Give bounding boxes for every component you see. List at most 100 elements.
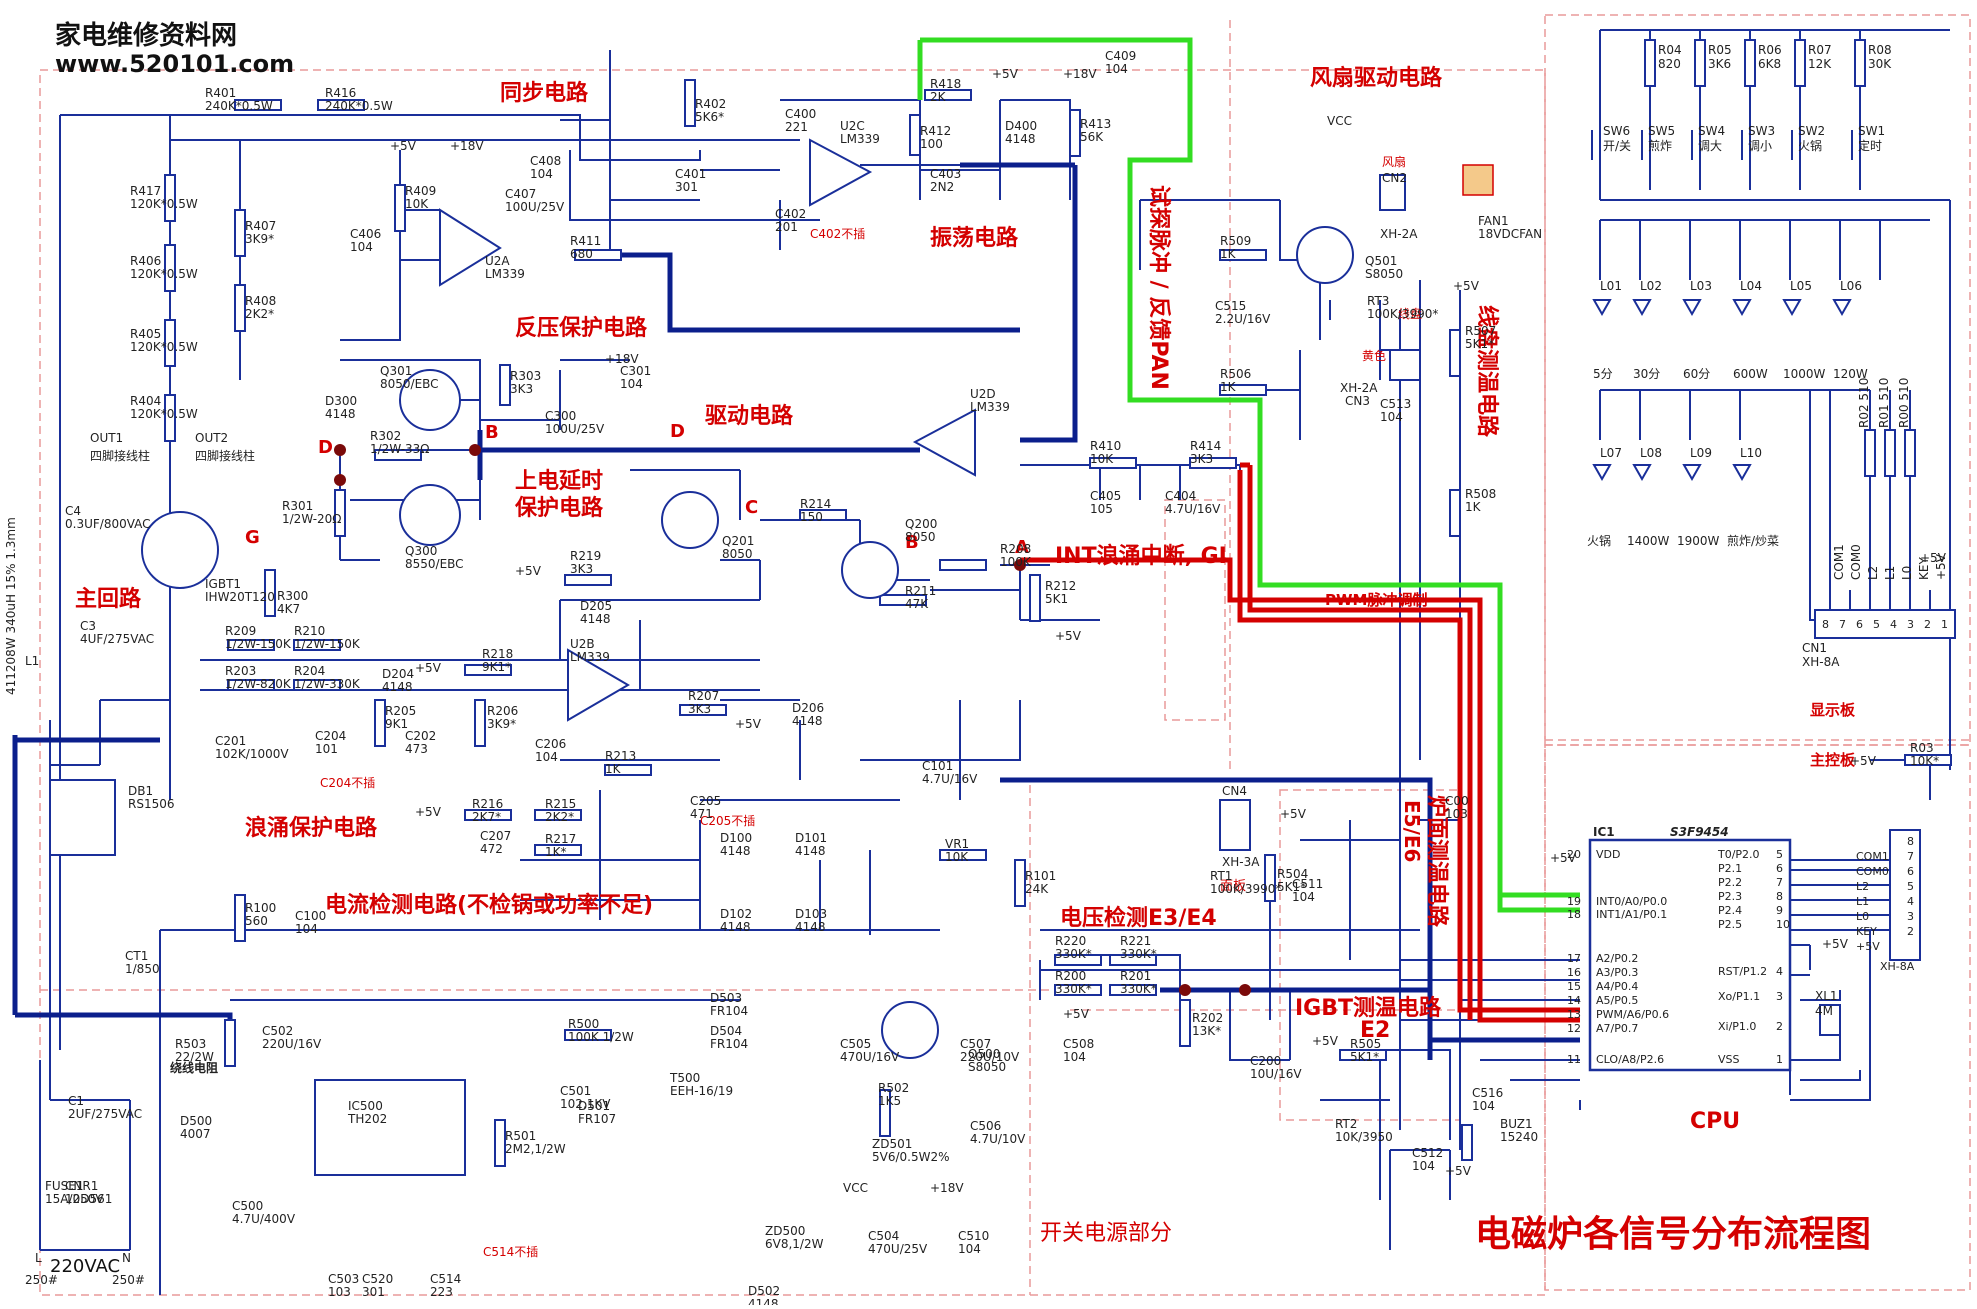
cap-ref-c503: C503 bbox=[328, 1272, 359, 1286]
resistor-val-r202: 13K* bbox=[1192, 1024, 1221, 1038]
cap-ref-c511: C511 bbox=[1292, 877, 1323, 891]
led2-label-3: 煎炸/炒菜 bbox=[1727, 533, 1779, 548]
cap-val-c513: 104 bbox=[1380, 410, 1403, 424]
cap-ref-c515: C515 bbox=[1215, 299, 1246, 313]
cap-val-c406: 104 bbox=[350, 240, 373, 254]
cpu-cn1-label-2: L2 bbox=[1856, 880, 1869, 893]
section-test-pulse: 试探脉冲 / 反馈PAN bbox=[1146, 185, 1172, 390]
cap-val-c520: 301 bbox=[362, 1285, 385, 1299]
led-label-0: 5分 bbox=[1593, 367, 1613, 381]
semi-ref-d100: D100 bbox=[720, 831, 752, 845]
resistor-ref-r300: R300 bbox=[277, 589, 308, 603]
disp-res-ref-3: R07 bbox=[1808, 43, 1832, 57]
cap-val-c201: 102K/1000V bbox=[215, 747, 289, 761]
resistor-ref-r503: R503 bbox=[175, 1037, 206, 1051]
resistor-val-r301: 1/2W-20Ω bbox=[282, 512, 341, 526]
cpu-lpin-name-3: A2/P0.2 bbox=[1596, 952, 1638, 965]
cpu-rpin-n-6: 4 bbox=[1776, 965, 1783, 978]
semi-ref-d103: D103 bbox=[795, 907, 827, 921]
cap-val-c300: 100U/25V bbox=[545, 422, 605, 436]
resistor-ref-r200: R200 bbox=[1055, 969, 1086, 983]
cap-ref-c206: C206 bbox=[535, 737, 566, 751]
wiring-thin bbox=[39, 29, 1951, 1295]
component-symbols bbox=[49, 39, 1956, 1176]
rail-p5-16: +5V bbox=[1920, 551, 1947, 565]
cap-ref-c501: C501 bbox=[560, 1084, 591, 1098]
node-c: C bbox=[745, 497, 758, 518]
semi-val-d501: FR107 bbox=[578, 1112, 616, 1126]
cpu-rpin-name-0: T0/P2.0 bbox=[1717, 848, 1760, 861]
cap-ref-c403: C403 bbox=[930, 167, 961, 181]
disp-res-ref-4: R08 bbox=[1868, 43, 1892, 57]
semi-val-u2c: LM339 bbox=[840, 132, 880, 146]
semi-val-zd500: 6V8,1/2W bbox=[765, 1237, 824, 1251]
rail-p5-9: +5V bbox=[1063, 1007, 1090, 1021]
semi-val-igbt1: IHW20T120 bbox=[205, 590, 275, 604]
switch-label-5: 定时 bbox=[1858, 138, 1882, 153]
semi-val-d504: FR104 bbox=[710, 1037, 748, 1051]
cpu-rpin-name-9: VSS bbox=[1718, 1053, 1740, 1066]
resistor-val-r418: 2K bbox=[930, 90, 947, 104]
resistor-ref-r203: R203 bbox=[225, 664, 256, 678]
led2-ref-2: L09 bbox=[1690, 446, 1712, 460]
semi-ref-cnr1: CNR1 bbox=[65, 1179, 98, 1193]
semi-ref-ic500: IC500 bbox=[348, 1099, 383, 1113]
semi-ref-q501: Q501 bbox=[1365, 254, 1397, 268]
cpu-rpin-n-1: 6 bbox=[1776, 862, 1783, 875]
cpu-lpin-name-9: CLO/A8/P2.6 bbox=[1596, 1053, 1664, 1066]
resistor-val-r300: 4K7 bbox=[277, 602, 300, 616]
resistor-val-r209: 1/2W-150K bbox=[225, 637, 292, 651]
resistor-val-r101: 24K bbox=[1025, 882, 1049, 896]
led-ref-1: L02 bbox=[1640, 279, 1662, 293]
cap-ref-c301: C301 bbox=[620, 364, 651, 378]
note-c514: C514不插 bbox=[483, 1245, 538, 1259]
semi-ref-q300: Q300 bbox=[405, 544, 437, 558]
rail-p5-11: +5V bbox=[1445, 1164, 1472, 1178]
semi-val-d103: 4148 bbox=[795, 920, 826, 934]
note-out2: OUT2 bbox=[195, 431, 228, 445]
semi-ref-rt2: RT2 bbox=[1335, 1117, 1357, 1131]
resistor-ref-r501: R501 bbox=[505, 1129, 536, 1143]
disp-res-ref-1: R05 bbox=[1708, 43, 1732, 57]
semi-ref-d502: D502 bbox=[748, 1284, 780, 1298]
cap-ref-c401: C401 bbox=[675, 167, 706, 181]
resistor-val-r220: 330K* bbox=[1055, 947, 1092, 961]
resistor-val-r206: 3K9* bbox=[487, 717, 516, 731]
node-a: A bbox=[1015, 537, 1029, 558]
cn1-pin-6: +5V bbox=[1934, 553, 1948, 580]
semi-val-d502: 4148 bbox=[748, 1297, 779, 1305]
disp-side-res-0: R02 510 bbox=[1857, 378, 1871, 428]
cpu-lpin-n-5: 15 bbox=[1567, 980, 1581, 993]
cpu-rpin-name-5: P2.5 bbox=[1718, 918, 1742, 931]
resistor-ref-r216: R216 bbox=[472, 797, 503, 811]
cpu-lpin-name-0: VDD bbox=[1596, 848, 1620, 861]
disp-side-res-2: R00 510 bbox=[1897, 378, 1911, 428]
switch-ref-1: SW5 bbox=[1648, 124, 1675, 138]
semi-val-zd501: 5V6/0.5W2% bbox=[872, 1150, 950, 1164]
resistor-ref-r207: R207 bbox=[688, 689, 719, 703]
note-n: N bbox=[122, 1251, 131, 1265]
resistor-ref-r508: R508 bbox=[1465, 487, 1496, 501]
resistor-ref-r506: R506 bbox=[1220, 367, 1251, 381]
note-cn3: CN3 bbox=[1345, 394, 1370, 408]
disp-side-res-1: R01 510 bbox=[1877, 378, 1891, 428]
resistor-val-r503: 22/2W bbox=[175, 1050, 214, 1064]
resistor-val-r201: 330K* bbox=[1120, 982, 1157, 996]
diagram-title: 电磁炉各信号分布流程图 bbox=[1475, 1214, 1871, 1255]
led-ref-4: L05 bbox=[1790, 279, 1812, 293]
note-fan: 风扇 bbox=[1382, 154, 1406, 169]
semi-val-rt2: 10K/3950 bbox=[1335, 1130, 1393, 1144]
note-cn4: CN4 bbox=[1222, 784, 1247, 798]
disp-res-val-1: 3K6 bbox=[1708, 57, 1731, 71]
resistor-ref-r213: R213 bbox=[605, 749, 636, 763]
semi-ref-u2b: U2B bbox=[570, 637, 595, 651]
cap-ref-c400: C400 bbox=[785, 107, 816, 121]
semi-val-t500: EEH-16/19 bbox=[670, 1084, 733, 1098]
resistor-ref-r211: R211 bbox=[905, 584, 936, 598]
resistor-ref-r217: R217 bbox=[545, 832, 576, 846]
note-out2b: 四脚接线柱 bbox=[195, 448, 255, 463]
rail-p5-4: +5V bbox=[1055, 629, 1082, 643]
resistor-val-r500: 100K 1/2W bbox=[568, 1030, 634, 1044]
resistor-val-r100: 560 bbox=[245, 914, 268, 928]
